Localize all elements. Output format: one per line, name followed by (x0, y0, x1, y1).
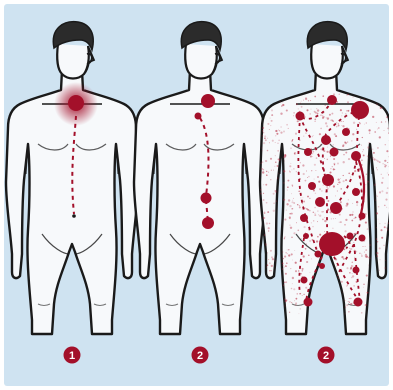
metastasis-marker (315, 251, 322, 258)
lymph-node-marker (201, 94, 215, 108)
metastasis-marker (351, 101, 369, 119)
metastasis-marker (308, 182, 316, 190)
metastasis-marker (304, 298, 313, 307)
metastasis-marker (296, 112, 305, 121)
metastasis-marker (303, 233, 309, 239)
pelvic-mass-marker (319, 232, 345, 256)
metastasis-marker (351, 151, 361, 161)
chest-node-marker (201, 193, 212, 204)
stage-badge-label: 2 (197, 350, 203, 362)
metastasis-marker (354, 298, 363, 307)
figure-2: 2 (134, 22, 266, 364)
figure-1: 1 (6, 22, 138, 364)
metastasis-marker (321, 135, 331, 145)
metastasis-marker (315, 197, 325, 207)
metastasis-marker (352, 188, 360, 196)
metastasis-marker (330, 202, 342, 214)
metastasis-marker (330, 148, 339, 157)
metastasis-marker (322, 174, 334, 186)
metastasis-marker (327, 95, 337, 105)
illustration-panel: 1 2 2 (4, 4, 389, 386)
metastasis-marker (304, 148, 312, 156)
metastasis-marker (347, 233, 354, 240)
stage-badge-3: 2 (318, 347, 335, 364)
metastasis-marker (359, 235, 366, 242)
body-outline (134, 70, 266, 334)
stage-badge-2: 2 (192, 347, 209, 364)
body-diagram-svg: 1 2 2 (4, 4, 389, 386)
stage-badge-1: 1 (64, 347, 81, 364)
abdomen-node-marker (202, 217, 214, 229)
figure-3: 2 (259, 22, 389, 364)
metastasis-marker (353, 267, 360, 274)
metastasis-marker (301, 277, 308, 284)
metastasis-marker (319, 263, 325, 269)
metastasis-marker (359, 213, 366, 220)
metastasis-marker (342, 128, 350, 136)
stage-badge-label: 2 (323, 350, 329, 362)
metastasis-marker (300, 214, 308, 222)
stage-badge-label: 1 (69, 350, 75, 362)
